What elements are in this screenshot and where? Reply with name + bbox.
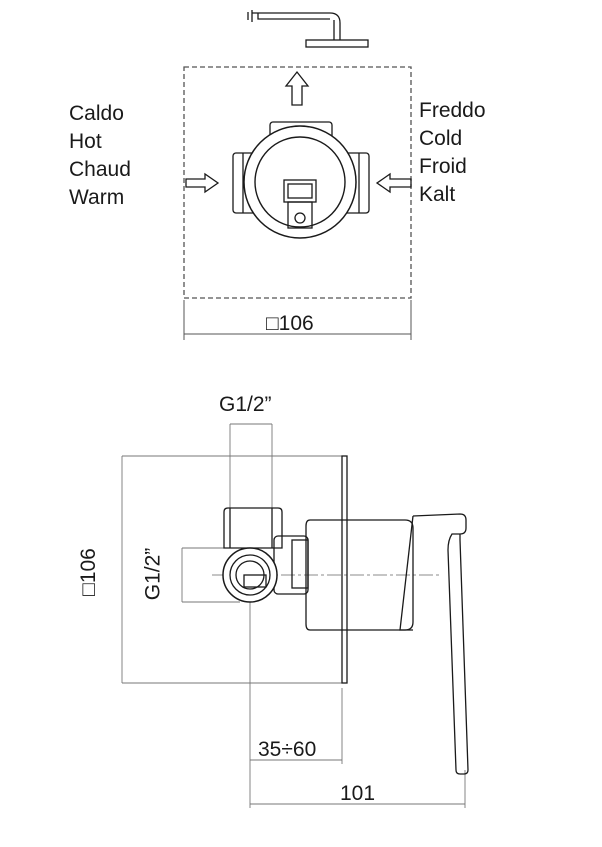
depth-total-dimension: 101 bbox=[340, 782, 376, 805]
arrow-cold-inlet-icon bbox=[375, 172, 412, 194]
hot-label-de: Warm bbox=[69, 186, 125, 209]
top-width-dimension: □106 bbox=[266, 312, 314, 335]
valve-body-side bbox=[222, 455, 469, 775]
cold-label-it: Freddo bbox=[419, 99, 486, 122]
cold-label-de: Kalt bbox=[419, 183, 456, 206]
height-dimension: □106 bbox=[76, 548, 100, 596]
cold-label-fr: Froid bbox=[419, 155, 467, 178]
hot-label-it: Caldo bbox=[69, 102, 124, 125]
hot-label-fr: Chaud bbox=[69, 158, 131, 181]
cold-label-en: Cold bbox=[419, 127, 463, 150]
thread-side-dimension: G1/2” bbox=[141, 547, 165, 601]
width-dimension-line bbox=[183, 300, 412, 340]
side-view-extension-lines bbox=[121, 423, 466, 808]
arrow-up-icon bbox=[284, 70, 310, 106]
cold-labels: Freddo Cold Froid Kalt bbox=[419, 97, 486, 209]
hot-labels: Caldo Hot Chaud Warm bbox=[69, 100, 131, 212]
arrow-hot-inlet-icon bbox=[185, 172, 220, 194]
depth-range-dimension: 35÷60 bbox=[258, 738, 317, 761]
thread-top-dimension: G1/2” bbox=[219, 393, 272, 416]
wall-box-outline bbox=[183, 66, 412, 299]
hot-label-en: Hot bbox=[69, 130, 102, 153]
valve-body-front bbox=[232, 121, 370, 239]
shower-head-icon bbox=[247, 10, 369, 48]
